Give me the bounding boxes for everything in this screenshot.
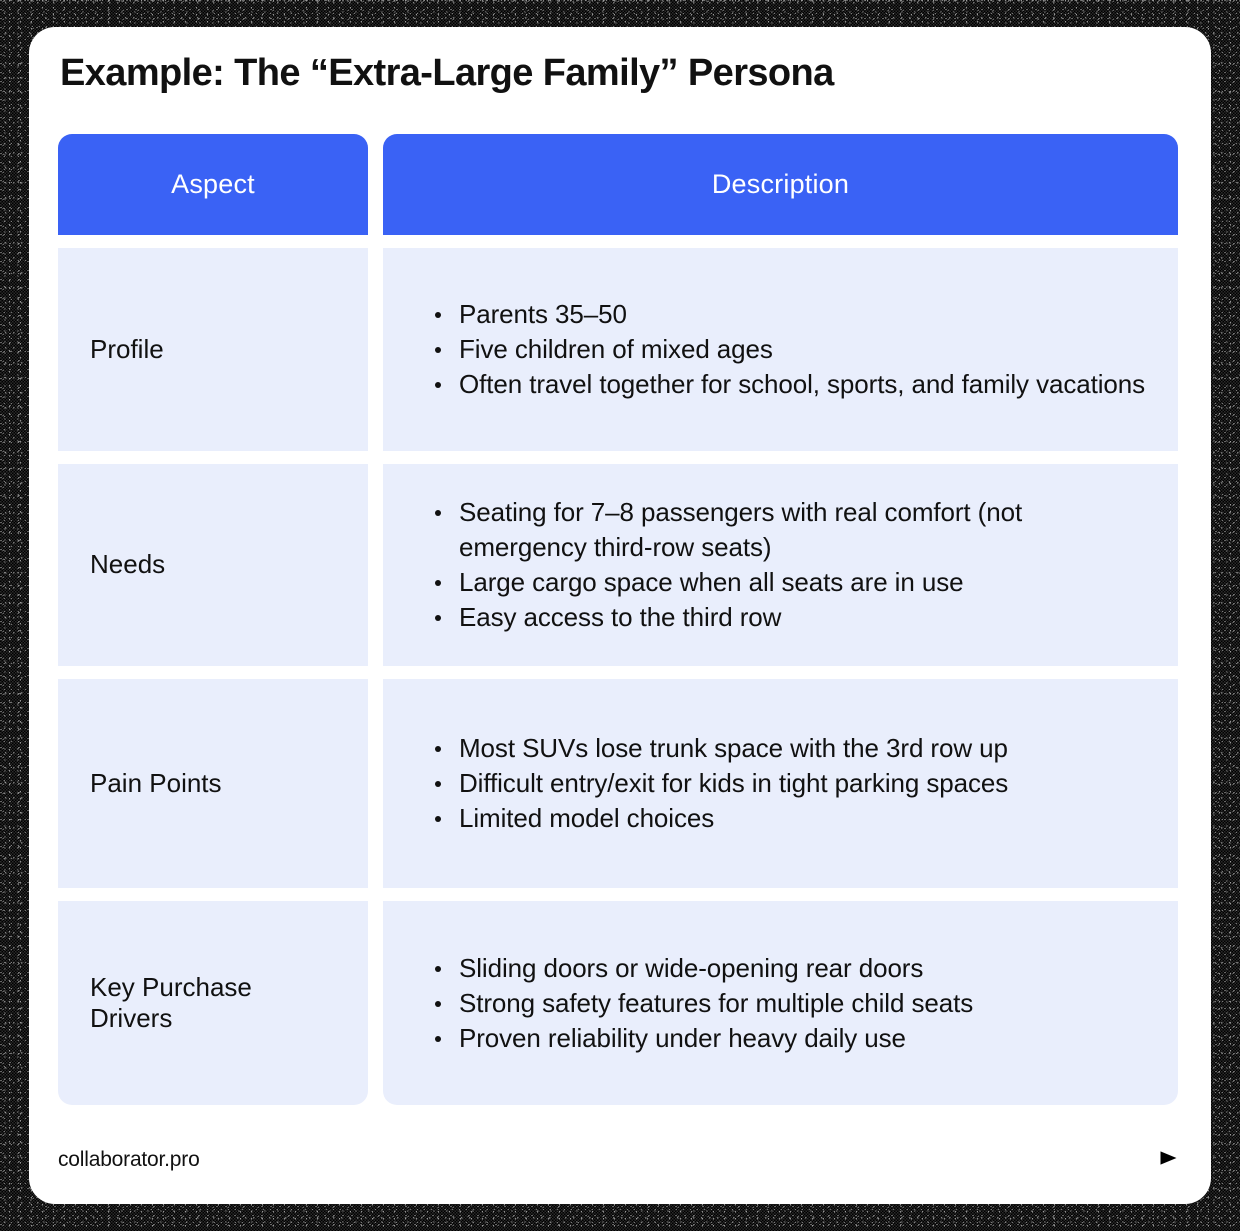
table-row: Profile Parents 35–50 Five children of m… bbox=[58, 248, 1178, 451]
list-item: Seating for 7–8 passengers with real com… bbox=[431, 495, 1154, 565]
aspect-label: Key Purchase Drivers bbox=[90, 971, 252, 1033]
header-label-description: Description bbox=[711, 169, 850, 199]
aspect-cell-needs: Needs bbox=[58, 464, 368, 666]
list-item: Often travel together for school, sports… bbox=[431, 367, 1154, 402]
aspect-cell-key-purchase-drivers: Key Purchase Drivers bbox=[58, 901, 368, 1105]
description-cell-key-purchase-drivers: Sliding doors or wide-opening rear doors… bbox=[383, 901, 1178, 1105]
list-item: Large cargo space when all seats are in … bbox=[431, 565, 1154, 600]
list-item: Most SUVs lose trunk space with the 3rd … bbox=[431, 731, 1154, 766]
list-item: Proven reliability under heavy daily use bbox=[431, 1021, 1154, 1056]
header-cell-aspect: Aspect bbox=[58, 134, 368, 235]
table-row: Pain Points Most SUVs lose trunk space w… bbox=[58, 679, 1178, 888]
persona-table: Aspect Description Profile Parents 35–50… bbox=[58, 134, 1178, 1105]
description-cell-profile: Parents 35–50 Five children of mixed age… bbox=[383, 248, 1178, 451]
footer: collaborator.pro bbox=[58, 1140, 1180, 1180]
list-item: Parents 35–50 bbox=[431, 297, 1154, 332]
footer-site-label: collaborator.pro bbox=[58, 1148, 200, 1171]
aspect-label: Needs bbox=[90, 549, 166, 580]
table-row: Needs Seating for 7–8 passengers with re… bbox=[58, 464, 1178, 666]
bullet-list: Seating for 7–8 passengers with real com… bbox=[431, 495, 1154, 635]
list-item: Five children of mixed ages bbox=[431, 332, 1154, 367]
list-item: Strong safety features for multiple chil… bbox=[431, 986, 1154, 1021]
bullet-list: Parents 35–50 Five children of mixed age… bbox=[431, 297, 1154, 402]
list-item: Sliding doors or wide-opening rear doors bbox=[431, 951, 1154, 986]
collaborator-logo-icon bbox=[1146, 1141, 1180, 1180]
list-item: Difficult entry/exit for kids in tight p… bbox=[431, 766, 1154, 801]
page-title: Example: The “Extra-Large Family” Person… bbox=[60, 52, 834, 94]
header-cell-description: Description bbox=[383, 134, 1178, 235]
list-item: Easy access to the third row bbox=[431, 600, 1154, 635]
bullet-list: Sliding doors or wide-opening rear doors… bbox=[431, 951, 1154, 1056]
table-row: Key Purchase Drivers Sliding doors or wi… bbox=[58, 901, 1178, 1105]
aspect-cell-profile: Profile bbox=[58, 248, 368, 451]
bullet-list: Most SUVs lose trunk space with the 3rd … bbox=[431, 731, 1154, 836]
content-card: Example: The “Extra-Large Family” Person… bbox=[29, 27, 1211, 1204]
aspect-cell-pain-points: Pain Points bbox=[58, 679, 368, 888]
description-cell-needs: Seating for 7–8 passengers with real com… bbox=[383, 464, 1178, 666]
aspect-label: Profile bbox=[90, 333, 164, 364]
table-header-row: Aspect Description bbox=[58, 134, 1178, 235]
header-label-aspect: Aspect bbox=[171, 169, 255, 199]
description-cell-pain-points: Most SUVs lose trunk space with the 3rd … bbox=[383, 679, 1178, 888]
list-item: Limited model choices bbox=[431, 801, 1154, 836]
aspect-label: Pain Points bbox=[90, 767, 222, 798]
